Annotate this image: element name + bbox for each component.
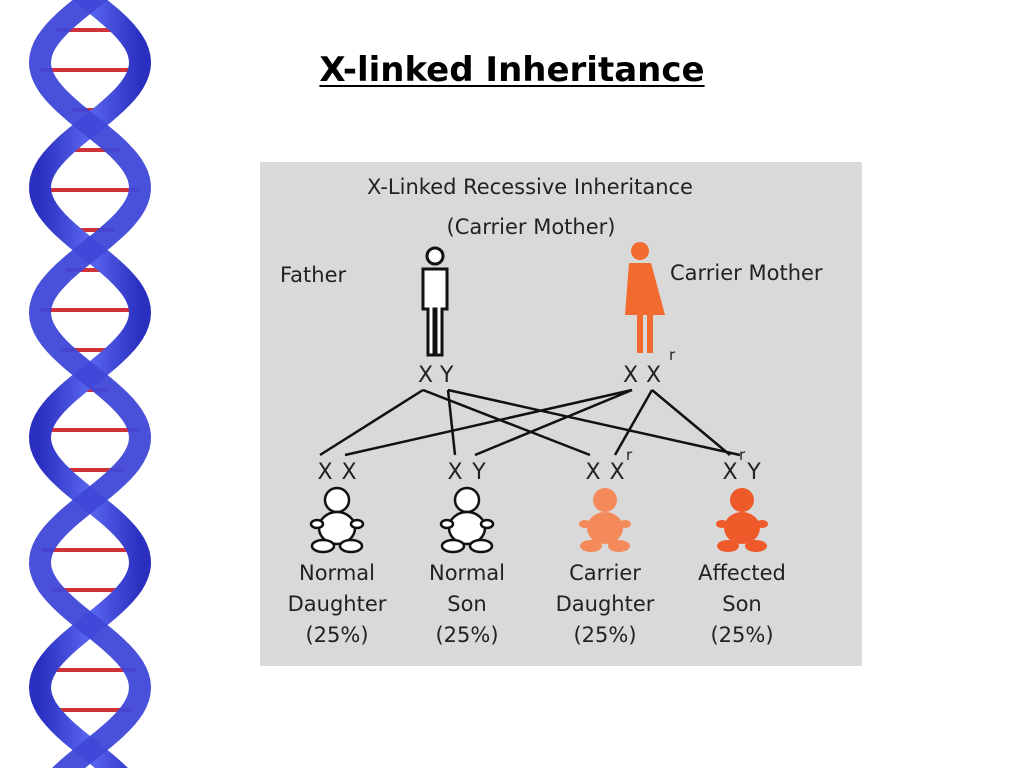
child-label-line2: Son	[447, 592, 487, 616]
mother-label: Carrier Mother	[670, 261, 823, 285]
mother-figure-icon	[625, 242, 665, 353]
inheritance-diagram: X-Linked Recessive Inheritance (Carrier …	[260, 162, 862, 666]
child-genotype-superscript: r	[739, 446, 746, 464]
father-label: Father	[280, 263, 346, 287]
baby-icon	[309, 486, 365, 554]
child-label-line1: Carrier	[569, 561, 641, 585]
child-label-line1: Affected	[698, 561, 786, 585]
child-percent: (25%)	[710, 623, 773, 647]
child-genotype-letter: X	[447, 460, 462, 485]
diagram-subtitle: (Carrier Mother)	[447, 215, 616, 239]
dna-strand	[28, 0, 152, 768]
child-percent: (25%)	[573, 623, 636, 647]
child-genotype-superscript: r	[626, 446, 633, 464]
baby-icon	[439, 486, 495, 554]
slide-title-text: X-linked Inheritance	[319, 50, 705, 90]
child-genotype-letter: X	[585, 460, 600, 485]
father-genotype-x: X	[418, 363, 433, 388]
child-label-line2: Daughter	[288, 592, 387, 616]
child-genotype-letter: X	[609, 460, 624, 485]
baby-icon	[716, 488, 768, 552]
child-genotype-letter: Y	[746, 460, 761, 485]
dna-helix-image	[28, 0, 152, 768]
child-genotype-letter: X	[317, 460, 332, 485]
child-genotype-letter: X	[341, 460, 356, 485]
father-genotype-y: Y	[439, 363, 454, 388]
slide-title: X-linked Inheritance	[0, 50, 1024, 90]
child-label-line2: Daughter	[556, 592, 655, 616]
child-percent: (25%)	[305, 623, 368, 647]
mother-genotype-x2: X	[646, 363, 661, 388]
child-label-line1: Normal	[429, 561, 505, 585]
father-figure-icon	[421, 246, 449, 357]
child-genotype-letter: X	[722, 460, 737, 485]
child-genotype-letter: Y	[471, 460, 486, 485]
inheritance-lines	[319, 388, 741, 457]
baby-icon	[579, 488, 631, 552]
diagram-title: X-Linked Recessive Inheritance	[367, 175, 693, 199]
mother-genotype-x1: X	[623, 363, 638, 388]
child-percent: (25%)	[435, 623, 498, 647]
mother-genotype-superscript: r	[669, 346, 676, 364]
dna-strand	[28, 0, 152, 768]
child-label-line1: Normal	[299, 561, 375, 585]
child-label-line2: Son	[722, 592, 762, 616]
